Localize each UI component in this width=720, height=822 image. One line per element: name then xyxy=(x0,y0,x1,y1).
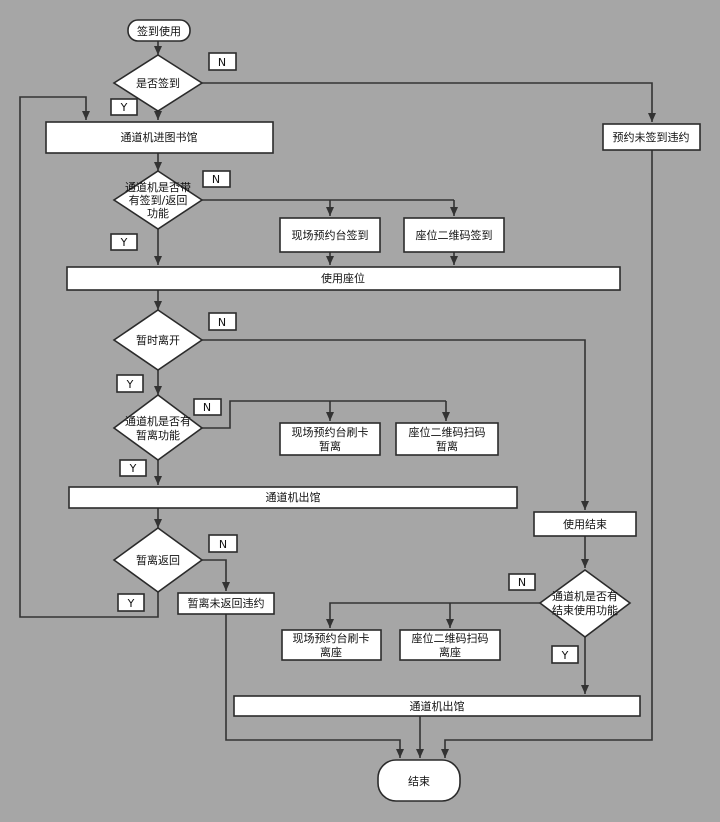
sign-qr-label: 座位二维码签到 xyxy=(416,228,493,242)
decision-gate-sign-line3: 功能 xyxy=(147,206,169,220)
decision-temp-leave: 暂时离开 xyxy=(112,309,204,371)
tag-signin-yes: Y xyxy=(110,98,138,116)
sign-desk-label: 现场预约台签到 xyxy=(292,228,369,242)
tag-signin-no: N xyxy=(208,52,237,71)
process-leave-qr: 座位二维码扫码 暂离 xyxy=(395,422,499,456)
decision-gate-end-line2: 结束使用功能 xyxy=(552,603,618,617)
tag-gate-end-no-text: N xyxy=(518,576,526,589)
tag-gate-end-no: N xyxy=(508,573,536,591)
decision-temp-leave-label: 暂时离开 xyxy=(136,333,180,347)
decision-gate-end: 通道机是否有 结束使用功能 xyxy=(538,569,632,639)
tag-gate-leave-yes: Y xyxy=(119,459,147,477)
tag-temp-leave-yes: Y xyxy=(116,374,144,393)
tag-gate-leave-yes-text: Y xyxy=(129,462,137,475)
tag-gate-sign-no-text: N xyxy=(212,173,220,186)
end-label: 结束 xyxy=(408,775,430,788)
tag-gate-sign-yes: Y xyxy=(110,233,138,251)
start-node: 签到使用 xyxy=(127,19,191,42)
decision-gate-leave: 通道机是否有 暂离功能 xyxy=(112,394,204,461)
leave-qr-line1: 座位二维码扫码 xyxy=(409,425,486,439)
decision-signin-label: 是否签到 xyxy=(136,76,180,90)
connectors xyxy=(19,41,656,758)
leave-seat-qr-line1: 座位二维码扫码 xyxy=(412,631,489,645)
arrow-violation-return-to-end xyxy=(225,614,404,758)
tag-return-no-text: N xyxy=(219,538,227,551)
tag-return-yes: Y xyxy=(117,593,145,612)
start-label: 签到使用 xyxy=(137,24,181,38)
tag-temp-leave-no-text: N xyxy=(218,316,226,329)
decision-gate-leave-line1: 通道机是否有 xyxy=(125,414,191,428)
decision-gate-sign-line2: 有签到/返回 xyxy=(129,193,188,207)
end-node: 结束 xyxy=(377,759,461,802)
leave-desk-line1: 现场预约台刷卡 xyxy=(292,425,369,439)
leave-seat-desk-line2: 离座 xyxy=(320,645,342,659)
process-violation-no-signin: 预约未签到违约 xyxy=(602,123,701,151)
tag-gate-end-yes: Y xyxy=(551,645,579,664)
process-enter-library: 通道机进图书馆 xyxy=(45,121,274,154)
arrow-signin-no xyxy=(202,82,656,122)
tag-signin-no-text: N xyxy=(218,56,226,69)
tag-gate-sign-yes-text: Y xyxy=(120,236,128,249)
exit-library-2-label: 通道机出馆 xyxy=(410,699,465,713)
process-end-use: 使用结束 xyxy=(533,511,637,537)
violation-no-return-label: 暂离未返回违约 xyxy=(188,596,265,610)
process-sign-desk: 现场预约台签到 xyxy=(279,217,381,253)
tag-gate-sign-no: N xyxy=(202,170,231,188)
use-seat-label: 使用座位 xyxy=(321,271,365,285)
arrow-gate-end-no xyxy=(326,602,540,628)
enter-library-label: 通道机进图书馆 xyxy=(121,130,198,144)
tag-gate-leave-no-text: N xyxy=(203,401,211,414)
decision-signin: 是否签到 xyxy=(112,54,204,112)
process-leave-desk: 现场预约台刷卡 暂离 xyxy=(279,422,381,456)
process-exit-library-1: 通道机出馆 xyxy=(68,486,518,509)
tag-gate-leave-no: N xyxy=(193,398,222,416)
violation-no-signin-label: 预约未签到违约 xyxy=(613,130,690,144)
decision-return-label: 暂离返回 xyxy=(136,553,180,567)
tag-return-yes-text: Y xyxy=(127,597,135,610)
decision-gate-sign-line1: 通道机是否带 xyxy=(125,180,191,194)
tag-temp-leave-yes-text: Y xyxy=(126,378,134,391)
decision-gate-end-line1: 通道机是否有 xyxy=(552,589,618,603)
decision-gate-leave-line2: 暂离功能 xyxy=(136,428,180,442)
process-use-seat: 使用座位 xyxy=(66,266,621,291)
arrow-return-no xyxy=(202,559,230,591)
arrow-return-yes-loop xyxy=(19,96,159,618)
arrow-temp-leave-no xyxy=(202,339,589,510)
exit-library-1-label: 通道机出馆 xyxy=(266,490,321,504)
process-leave-seat-qr: 座位二维码扫码 离座 xyxy=(399,629,501,661)
leave-desk-line2: 暂离 xyxy=(319,439,341,453)
process-leave-seat-desk: 现场预约台刷卡 离座 xyxy=(281,629,382,661)
process-violation-no-return: 暂离未返回违约 xyxy=(177,592,275,615)
process-exit-library-2: 通道机出馆 xyxy=(233,695,641,717)
tag-gate-end-yes-text: Y xyxy=(561,649,569,662)
decision-return: 暂离返回 xyxy=(112,527,204,593)
tag-return-no: N xyxy=(208,534,238,553)
decision-gate-sign: 通道机是否带 有签到/返回 功能 xyxy=(112,170,204,230)
leave-seat-qr-line2: 离座 xyxy=(439,645,461,659)
tag-signin-yes-text: Y xyxy=(120,101,128,114)
branch-tags: N Y N Y N Y N Y N Y N Y xyxy=(110,52,579,664)
tag-temp-leave-no: N xyxy=(208,312,237,331)
leave-qr-line2: 暂离 xyxy=(436,439,458,453)
arrow-violation-signin-to-end xyxy=(441,150,653,758)
leave-seat-desk-line1: 现场预约台刷卡 xyxy=(293,631,370,645)
arrow-gate-leave-no xyxy=(202,400,446,429)
process-sign-qr: 座位二维码签到 xyxy=(403,217,505,253)
end-use-label: 使用结束 xyxy=(563,518,607,531)
